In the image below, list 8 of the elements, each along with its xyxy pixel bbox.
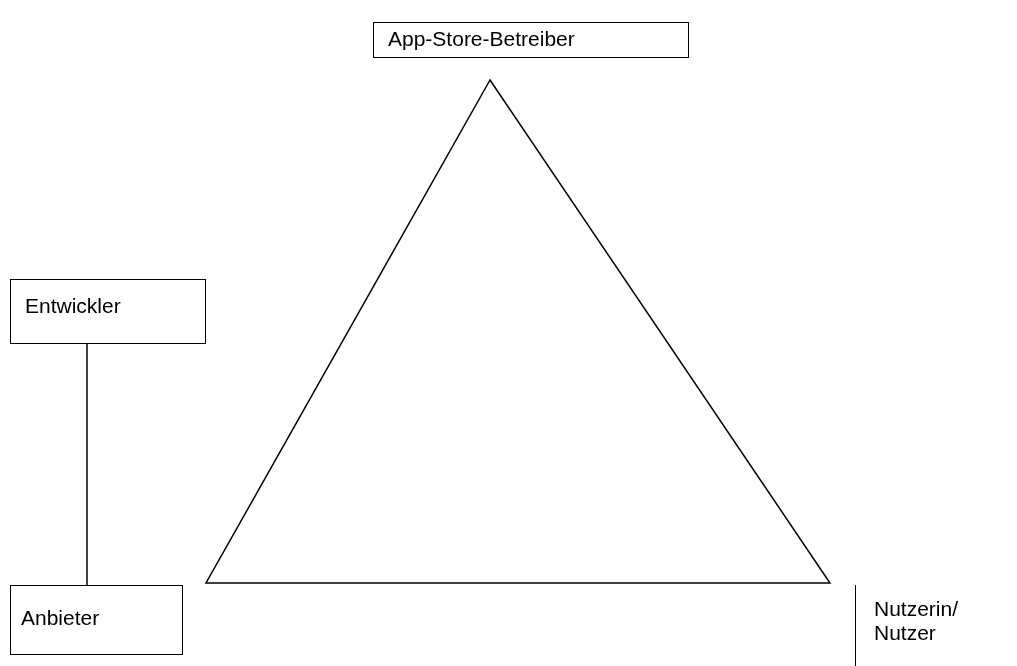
box-label: Entwickler (25, 294, 122, 318)
label-box (10, 279, 206, 344)
box-label: Anbieter (21, 606, 101, 630)
label-box (10, 585, 183, 655)
box-label: App-Store-Betreiber (388, 27, 576, 51)
box-label: Nutzerin/ Nutzer (874, 597, 960, 645)
connector-line (86, 343, 88, 586)
label-box (373, 22, 689, 58)
